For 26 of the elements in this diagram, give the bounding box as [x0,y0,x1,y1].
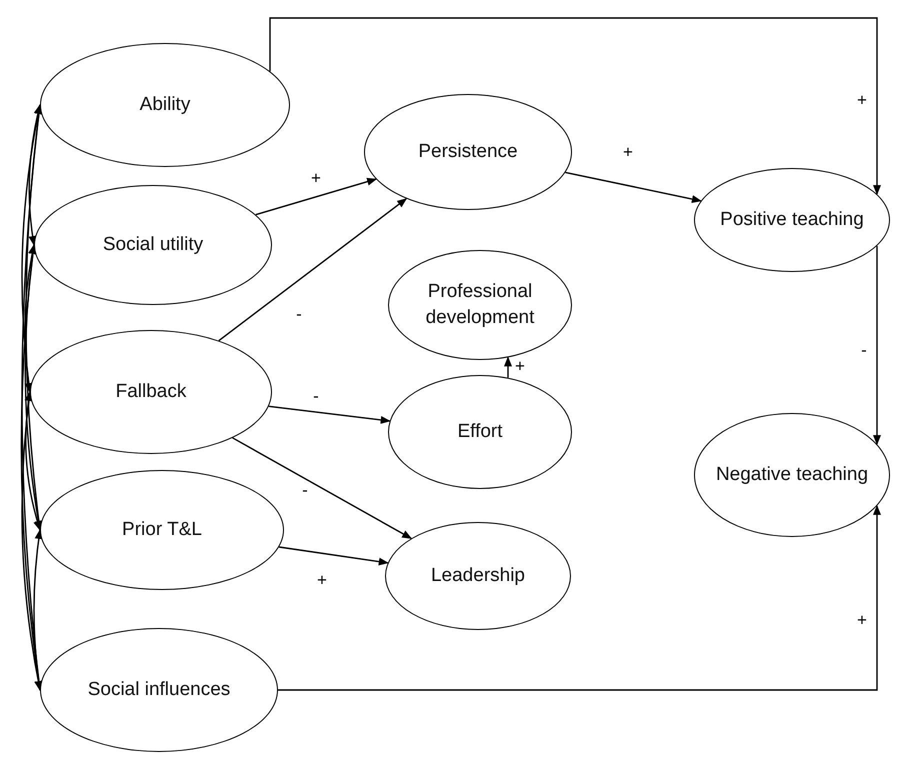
node-label: Positive teaching [720,208,864,232]
arrow [232,437,412,539]
node-label: Professional development [424,280,536,330]
node-label: Leadership [430,564,526,588]
arrow [873,246,881,446]
arrow [33,529,43,691]
node-label: Social influences [88,678,230,702]
arrow [24,244,36,393]
arrow [504,356,512,378]
arrow [268,406,391,424]
arrow [278,546,389,566]
arrow [21,391,42,691]
arrow [28,104,42,246]
arrow [24,391,42,531]
arrow [269,17,881,196]
arrow [278,504,881,691]
node-label: Prior T&L [122,518,202,542]
node-label: Effort [457,420,503,444]
arrow [218,198,408,342]
node-label: Social utility [102,233,204,258]
node-label: Persistence [418,140,518,164]
node-label: Negative teaching [716,463,868,488]
node-label: Ability [140,93,190,118]
arrow [565,172,702,203]
node-label: Fallback [116,380,186,404]
arrow [256,178,378,216]
